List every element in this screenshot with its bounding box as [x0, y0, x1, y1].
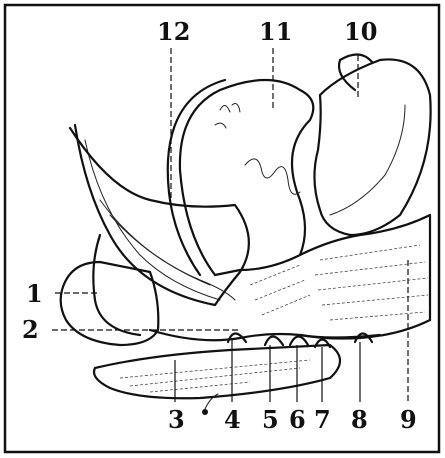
label-11: 11	[259, 17, 292, 46]
mass-9	[300, 215, 430, 339]
number-labels: 1 2 3 4 5 6 7 8 9 10 11 12	[22, 17, 417, 434]
lobe-12-line-b	[110, 215, 210, 285]
label-6: 6	[289, 405, 306, 434]
lobe-10-line	[330, 105, 405, 215]
hook-6	[290, 337, 308, 346]
lobe-11	[180, 80, 313, 275]
label-3: 3	[168, 405, 185, 434]
label-9: 9	[400, 405, 417, 434]
hook-5	[265, 337, 283, 346]
small-dot	[202, 409, 208, 415]
label-8: 8	[351, 405, 368, 434]
drawing-body	[61, 54, 431, 415]
left-wedge-inner	[93, 235, 140, 335]
lobe-11-marks	[215, 104, 240, 128]
label-2: 2	[22, 315, 39, 344]
label-10: 10	[344, 17, 377, 46]
center-hatch	[250, 265, 310, 315]
lobe-12-outer	[70, 128, 249, 305]
bottom-plate-hatch	[120, 360, 310, 392]
lobe-10-flap	[339, 54, 372, 90]
label-1: 1	[26, 279, 43, 308]
lobe-10	[314, 59, 430, 235]
label-12: 12	[157, 17, 190, 46]
label-5: 5	[262, 405, 279, 434]
label-4: 4	[224, 405, 241, 434]
label-7: 7	[314, 405, 331, 434]
mass-9-hatch	[315, 245, 428, 320]
bottom-plate	[94, 345, 340, 398]
